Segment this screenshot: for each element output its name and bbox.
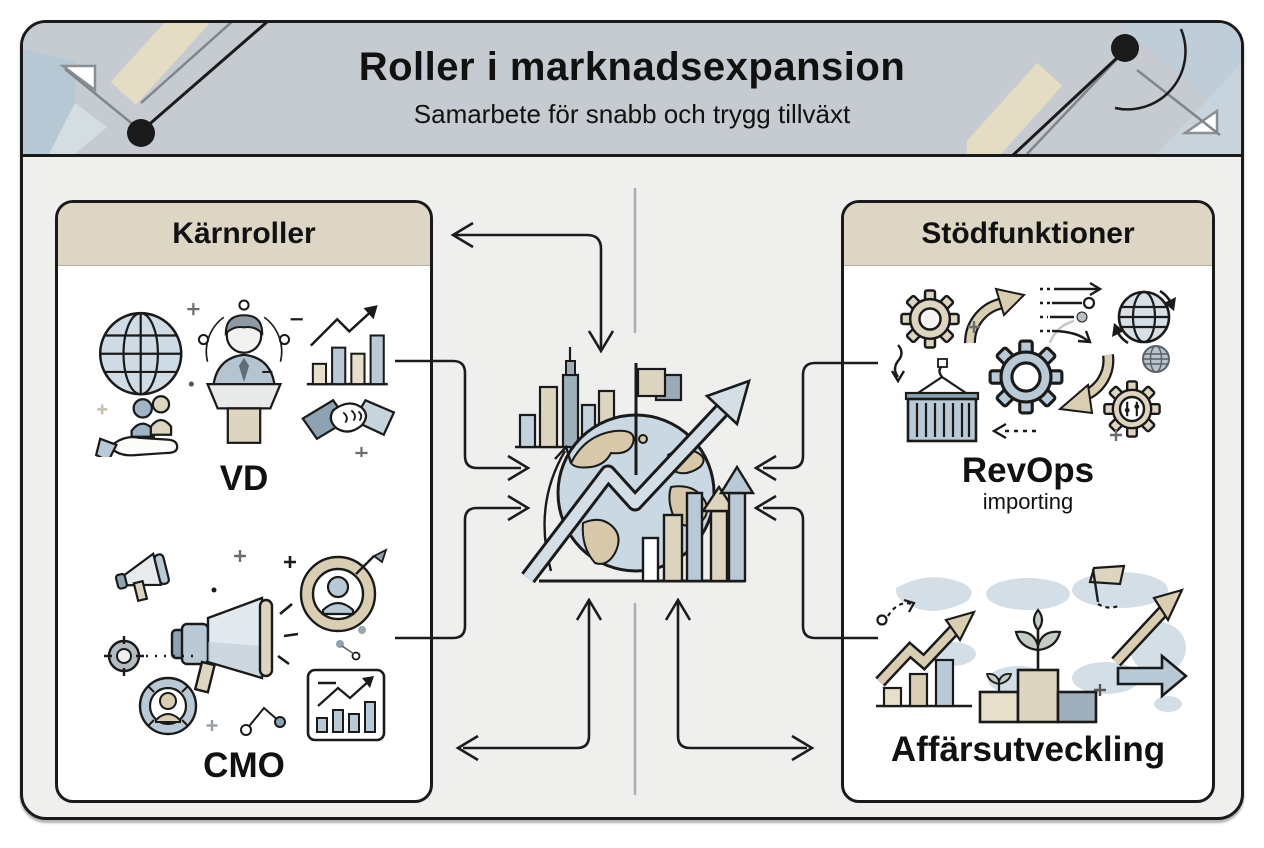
target-audience-icon — [299, 548, 388, 633]
sparkle-icon — [234, 550, 246, 563]
block-up-arrow-icon — [718, 464, 756, 583]
crosshair-icon — [104, 636, 200, 677]
growth-bars-icon — [539, 464, 756, 583]
sparkle-icon — [206, 720, 218, 732]
cycle-arrow-down-icon — [1048, 319, 1115, 415]
cycle-arrow-up-icon — [963, 287, 1027, 344]
revops-icon-cluster — [890, 282, 1176, 443]
handshake-icon — [301, 398, 396, 458]
vd-icon-cluster — [94, 299, 396, 458]
globe-icon — [98, 312, 183, 396]
container-crane-icon — [890, 344, 980, 443]
role-label-revops: RevOps — [961, 451, 1095, 491]
city-skyline-icon — [515, 347, 621, 449]
poster-title: Roller i marknadsexpansion — [358, 45, 906, 89]
cmo-icon-cluster — [104, 548, 388, 742]
role-section-business-dev: Affärsutveckling — [844, 533, 1212, 800]
dot-detail — [211, 587, 217, 593]
dot-detail — [188, 381, 194, 387]
role-section-vd: VD — [58, 266, 430, 533]
flag-icon — [1088, 564, 1126, 609]
globe-growth-illustration — [515, 347, 756, 584]
dotted-arrow-icon — [991, 422, 1036, 440]
executive-podium-icon — [197, 299, 291, 445]
orbit-arrow-icon — [543, 444, 573, 572]
globe-continents — [569, 429, 708, 565]
block-up-arrow-icon — [700, 484, 738, 583]
megaphone-icon — [170, 596, 299, 694]
corner-decoration-left-icon — [23, 23, 269, 154]
poster-subtitle: Samarbete för snabb och trygg tillväxt — [413, 99, 851, 129]
small-megaphone-icon — [114, 552, 170, 603]
role-sublabel-revops: importing — [982, 488, 1074, 514]
big-growth-arrow-icon — [521, 378, 751, 584]
panel-support-functions-title: Stödfunktioner — [844, 203, 1212, 266]
role-label-cmo: CMO — [203, 746, 285, 786]
scatter-dots-icon — [240, 626, 366, 737]
chart-card-icon — [306, 668, 386, 742]
connector-arrows — [395, 221, 878, 762]
right-arrow-icon — [1116, 653, 1188, 699]
data-flow-icon — [1040, 282, 1103, 344]
sparkle-icon — [1110, 429, 1122, 442]
connector-bottom-right — [664, 597, 815, 762]
globe-icon — [556, 413, 716, 573]
plus-icon — [1094, 684, 1106, 697]
role-label-business-dev: Affärsutveckling — [890, 730, 1166, 770]
gear-icon — [900, 289, 960, 349]
header-band: Roller i marknadsexpansion Samarbete för… — [23, 23, 1241, 157]
hand-people-icon — [94, 395, 179, 458]
role-label-vd: VD — [219, 459, 269, 499]
plus-icon — [284, 556, 296, 569]
infographic-poster: Roller i marknadsexpansion Samarbete för… — [20, 20, 1244, 820]
growth-chart-icon — [306, 305, 388, 386]
flag-icon — [634, 363, 683, 475]
business-dev-icon-cluster — [875, 564, 1188, 724]
up-arrow-icon — [1111, 588, 1185, 667]
dotted-sphere-icon — [1142, 345, 1170, 374]
panel-core-roles-title: Kärnroller — [58, 203, 430, 266]
corner-decoration-right-icon — [967, 23, 1241, 154]
sparkle-icon — [187, 303, 200, 316]
panel-core-roles: Kärnroller — [55, 200, 433, 803]
sparkle-icon — [968, 321, 980, 334]
connector-bottom-left — [455, 597, 603, 762]
connector-top-left — [450, 221, 615, 354]
panel-support-functions: Stödfunktioner — [841, 200, 1215, 803]
main-gear-icon — [988, 339, 1064, 415]
role-section-revops: RevOps importing — [844, 266, 1212, 533]
plant-blocks-icon — [978, 608, 1098, 724]
growth-arrow-bars-icon — [875, 599, 977, 708]
role-section-cmo: CMO — [58, 533, 430, 800]
globe-sync-icon — [1112, 289, 1176, 345]
user-ring-icon — [138, 676, 198, 736]
settings-gear-icon — [1103, 380, 1161, 438]
